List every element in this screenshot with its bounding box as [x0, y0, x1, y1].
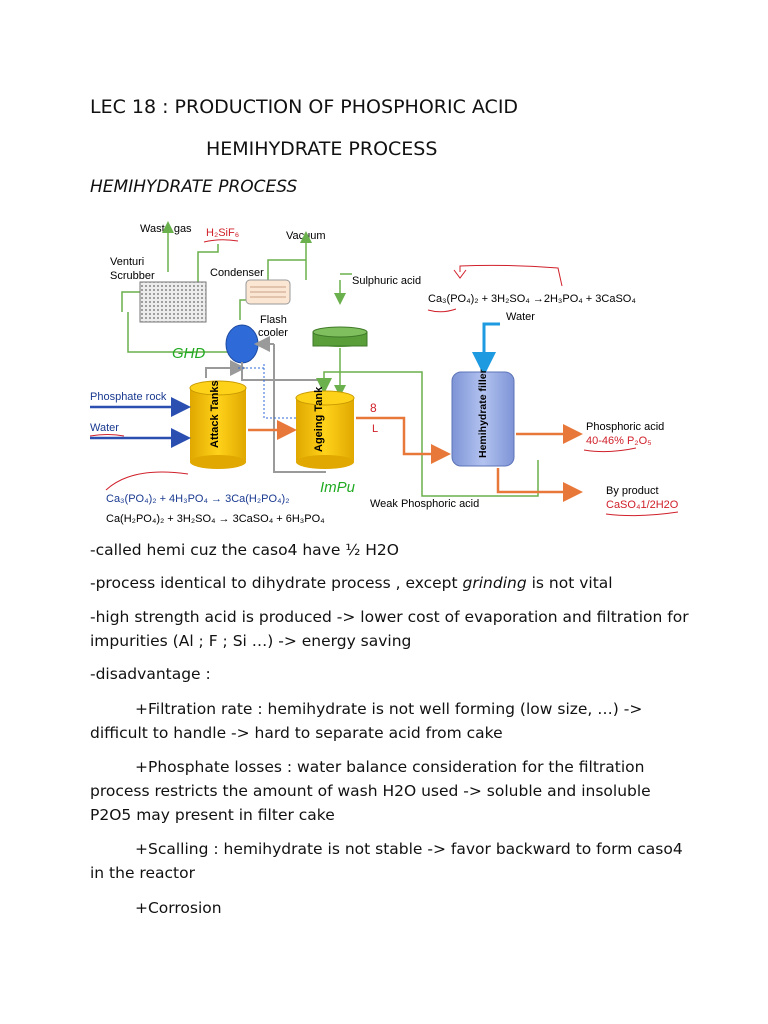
hemihydrate-filter	[451, 371, 515, 467]
condenser-label: Condenser	[210, 267, 264, 279]
phosphate-rock-label: Phosphate rock	[90, 391, 167, 403]
attack-tanks	[190, 388, 246, 462]
recycle-line-1	[241, 362, 332, 394]
by-product-arrow	[496, 468, 583, 502]
paragraph-5: +Filtration rate : hemihydrate is not we…	[90, 700, 643, 742]
process-diagram: Waste gas H₂SiF₆ Vacuum Venturi Scrubber…	[88, 212, 680, 530]
flash-cooler-label-1: Flash	[260, 314, 287, 326]
ageing-tank	[296, 398, 354, 462]
page-title: LEC 18 : PRODUCTION OF PHOSPHORIC ACID	[90, 96, 519, 118]
venturi-label-1: Venturi	[110, 256, 144, 268]
h2sif6-underline	[203, 239, 239, 243]
recycle-line-2	[273, 344, 326, 473]
reaction-2: Ca(H₂PO₄)₂ + 3H₂SO₄ → 3CaSO₄ + 6H₃PO₄	[106, 513, 325, 525]
h2sif6-line	[197, 244, 219, 290]
scrubber-inlet-line	[121, 291, 140, 312]
page-subtitle: HEMIHYDRATE PROCESS	[206, 138, 438, 160]
condenser-to-cooler-line	[239, 299, 246, 320]
h2sif6-label: H₂SiF₆	[206, 227, 239, 239]
reaction-1: Ca₃(PO₄)₂ + 4H₃PO₄ → 3Ca(H₂PO₄)₂	[106, 493, 289, 505]
paragraph-2-text-b: is not vital	[526, 574, 613, 592]
weak-phosphoric-acid-label: Weak Phosphoric acid	[370, 498, 479, 510]
handwritten-green-2: ImPu	[320, 479, 356, 496]
waste-gas-label: Waste gas	[140, 223, 192, 235]
water-to-filter-arrow	[472, 322, 500, 376]
scrubber-return-line	[127, 312, 238, 353]
reaction-top-annotation	[459, 264, 563, 287]
paragraph-3: -high strength acid is produced -> lower…	[90, 608, 689, 650]
paragraph-2-text-a: -process identical to dihydrate process …	[90, 574, 463, 592]
ageing-to-filter-arrow	[356, 416, 451, 464]
water-left-label: Water	[90, 422, 119, 434]
flash-cooler	[225, 324, 259, 364]
flash-cooler-label-2: cooler	[258, 327, 288, 339]
handwritten-red-2: L	[372, 423, 378, 435]
paragraph-2-emphasis: grinding	[462, 574, 527, 592]
by-product-label: By product	[606, 485, 659, 497]
process-flow-svg: Waste gas H₂SiF₆ Vacuum Venturi Scrubber…	[89, 221, 679, 525]
water-top-label: Water	[506, 311, 535, 323]
reaction-top: Ca₃(PO₄)₂ + 3H₂SO₄ →2H₃PO₄ + 3CaSO₄	[428, 293, 636, 305]
handwritten-green-1: GHD	[172, 345, 206, 362]
handwritten-red-1: 8	[370, 401, 377, 415]
venturi-scrubber	[139, 281, 207, 323]
venturi-label-2: Scrubber	[110, 270, 155, 282]
by-product-formula: CaSO₄1/2H2O	[606, 499, 679, 511]
section-heading: HEMIHYDRATE PROCESS	[90, 177, 298, 197]
paragraph-4: -disadvantage :	[90, 665, 211, 683]
ageing-tank-label: Ageing Tank	[313, 386, 325, 452]
weak-acid-return-line	[323, 371, 539, 497]
paragraph-7: +Scalling : hemihydrate is not stable ->…	[90, 840, 683, 882]
sulphuric-acid-label: Sulphuric acid	[352, 275, 421, 287]
reaction-1-annotation	[105, 471, 189, 491]
hemihydrate-filter-label: Hemihydrate filler	[477, 369, 489, 458]
paragraph-2: -process identical to dihydrate process …	[90, 571, 690, 595]
paragraph-8: +Corrosion	[135, 899, 222, 917]
attack-tanks-label: Attack Tanks	[209, 380, 221, 448]
paragraph-6: +Phosphate losses : water balance consid…	[90, 758, 651, 824]
paragraph-1: -called hemi cuz the caso4 have ½ H2O	[90, 541, 399, 559]
phosphoric-acid-label: Phosphoric acid	[586, 421, 664, 433]
phosphoric-pct-label: 40-46% P₂O₅	[586, 435, 652, 447]
